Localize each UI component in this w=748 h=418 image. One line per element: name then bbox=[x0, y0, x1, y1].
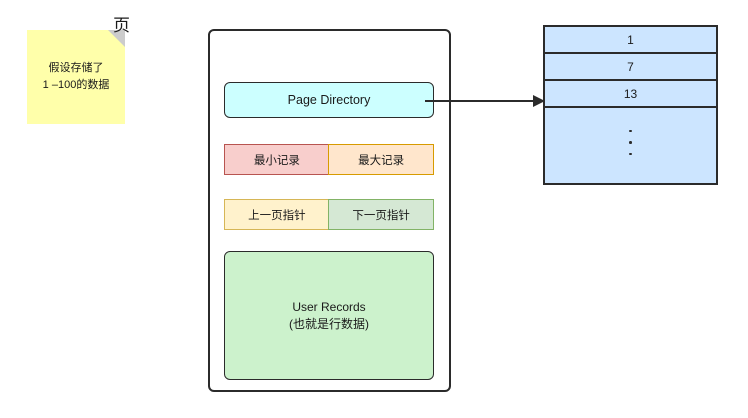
next-page-pointer-cell[interactable]: 下一页指针 bbox=[328, 199, 434, 230]
ellipsis-dot-icon bbox=[629, 129, 632, 133]
user-records-block[interactable]: User Records (也就是行数据) bbox=[224, 251, 434, 380]
max-record-cell[interactable]: 最大记录 bbox=[328, 144, 434, 175]
sticky-note-text: 假设存储了 1 –100的数据 bbox=[42, 62, 110, 91]
user-records-subtitle: (也就是行数据) bbox=[289, 316, 369, 331]
slot-row-ellipsis[interactable] bbox=[545, 108, 716, 177]
sticky-note-fold-icon bbox=[108, 30, 125, 47]
slot-row[interactable]: 7 bbox=[545, 54, 716, 81]
user-records-title: User Records bbox=[292, 299, 366, 314]
page-title: 页 bbox=[113, 16, 130, 35]
prev-page-pointer-cell[interactable]: 上一页指针 bbox=[224, 199, 330, 230]
ellipsis-dot-icon bbox=[629, 141, 632, 144]
ellipsis-dot-icon bbox=[629, 152, 632, 156]
pointer-row: 上一页指针 下一页指针 bbox=[224, 199, 434, 230]
min-record-cell[interactable]: 最小记录 bbox=[224, 144, 330, 175]
page-directory-slot-table[interactable]: 1 7 13 bbox=[543, 25, 718, 185]
sticky-note[interactable]: 假设存储了 1 –100的数据 bbox=[27, 30, 125, 124]
page-directory-to-slot-table-arrow bbox=[425, 95, 545, 107]
page-directory-block[interactable]: Page Directory bbox=[224, 82, 434, 118]
record-row: 最小记录 最大记录 bbox=[224, 144, 434, 175]
slot-row[interactable]: 13 bbox=[545, 81, 716, 108]
slot-row[interactable]: 1 bbox=[545, 27, 716, 54]
